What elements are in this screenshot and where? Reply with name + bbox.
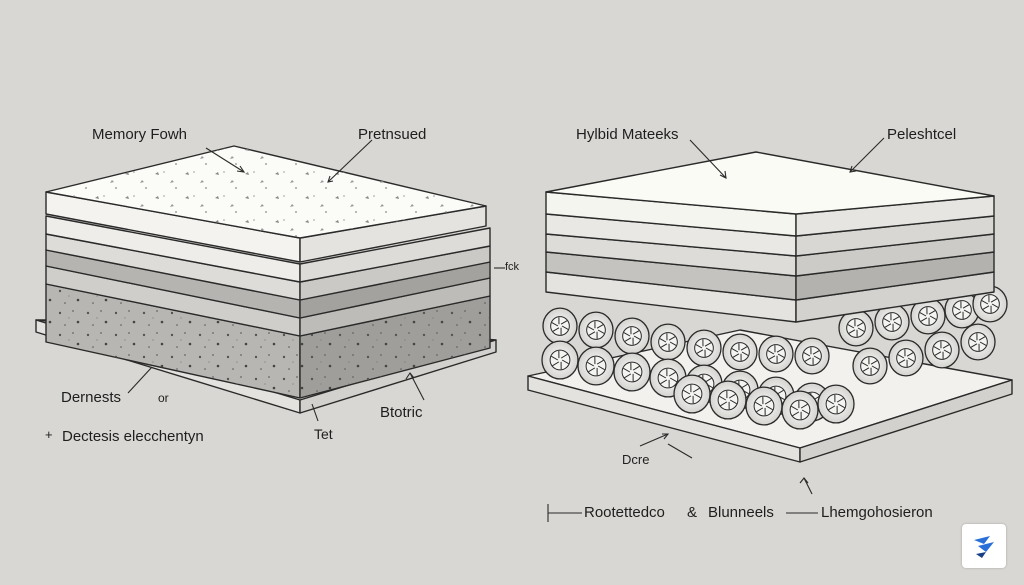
pocket-coil <box>818 385 854 423</box>
label-memory-foam: Memory Fowh <box>92 127 187 142</box>
label-bullet-plus: + <box>45 428 53 441</box>
pocket-coil <box>542 341 578 379</box>
pocket-coil <box>615 318 649 354</box>
pocket-coil <box>839 310 873 346</box>
label-or: or <box>158 392 169 404</box>
pocket-coil <box>925 332 959 368</box>
pocket-coil <box>578 347 614 385</box>
label-rootettedco: Rootettedco <box>584 505 665 520</box>
label-tet: Tet <box>314 427 333 441</box>
pocket-coil <box>723 334 757 370</box>
pocket-coil <box>651 324 685 360</box>
label-hybrid-mattress: Hylbid Mateeks <box>576 127 679 142</box>
label-dectesis: Dectesis elecchentyn <box>62 429 204 444</box>
label-dcre: Dcre <box>622 453 649 466</box>
pocket-coil <box>543 308 577 344</box>
watermark-badge <box>962 524 1006 568</box>
logo-badge-icon <box>970 532 998 560</box>
pocket-coil <box>782 391 818 429</box>
pocket-coil <box>889 340 923 376</box>
label-peleshtcel: Peleshtcel <box>887 127 956 142</box>
pocket-coil <box>746 387 782 425</box>
label-btotric: Btotric <box>380 405 423 420</box>
pocket-coil <box>759 336 793 372</box>
hybrid-comfort-layers <box>546 152 994 322</box>
pocket-coil <box>961 324 995 360</box>
pocket-coil <box>674 375 710 413</box>
pocket-coil <box>710 381 746 419</box>
memory-foam-mattress <box>36 146 496 413</box>
label-pretnsued: Pretnsued <box>358 127 426 142</box>
pocket-coil <box>795 338 829 374</box>
label-dernests: Dernests <box>61 390 121 405</box>
pocket-coil <box>853 348 887 384</box>
label-ampersand: & <box>687 505 697 520</box>
pocket-coil <box>687 330 721 366</box>
pocket-coil <box>614 353 650 391</box>
label-side-mark: fck <box>505 262 519 273</box>
label-lhemgohosieron: Lhemgohosieron <box>821 505 933 520</box>
pocket-coil <box>579 312 613 348</box>
label-blunneels: Blunneels <box>708 505 774 520</box>
